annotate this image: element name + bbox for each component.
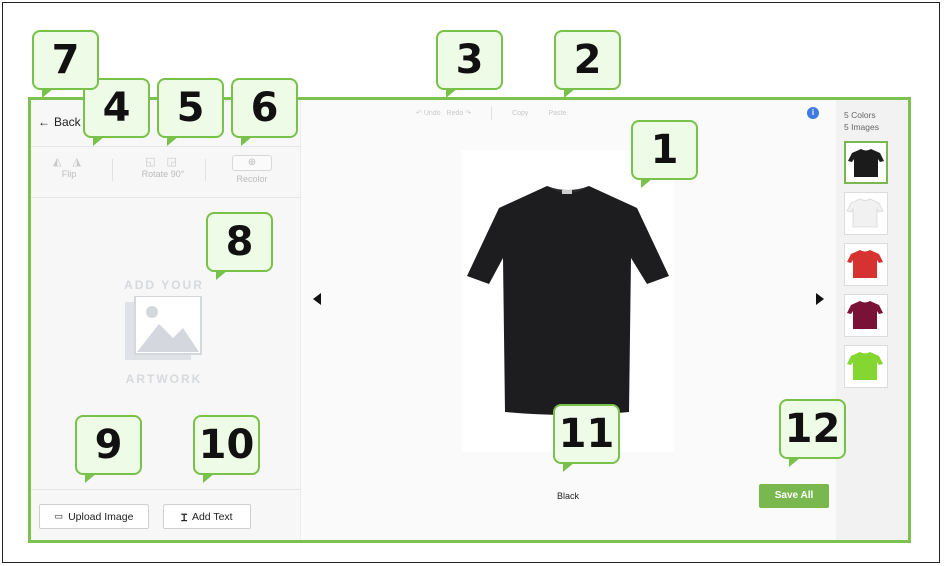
color-swatch-red[interactable] (844, 243, 888, 286)
left-panel: ← Back ◭ ◮ Flip ◱ ◲ Rotate 90° ⊕ Recolor… (31, 100, 301, 540)
callout-5: 5 (157, 78, 224, 146)
color-swatch-black[interactable] (844, 141, 888, 184)
back-label: Back (54, 115, 81, 129)
arrow-left-icon: ← (38, 115, 50, 129)
info-icon[interactable]: i (807, 107, 819, 119)
tshirt-thumbnail (847, 352, 883, 380)
flip-button[interactable]: ◭ ◮ Flip (49, 155, 89, 179)
color-sidebar: 5 Colors 5 Images (836, 100, 908, 540)
tshirt-thumbnail (847, 301, 883, 329)
tshirt-thumbnail (848, 149, 884, 177)
design-editor: ← Back ◭ ◮ Flip ◱ ◲ Rotate 90° ⊕ Recolor… (28, 97, 911, 543)
undo-button[interactable]: ↶ Undo (416, 110, 441, 117)
upload-image-label: Upload Image (68, 510, 134, 523)
upload-image-button[interactable]: ▭ Upload Image (39, 504, 149, 529)
artwork-placeholder-icon (125, 295, 203, 366)
callout-3: 3 (436, 30, 503, 98)
tshirt-thumbnail (847, 250, 883, 278)
callout-8: 8 (206, 212, 273, 280)
current-color-label: Black (556, 491, 579, 501)
add-artwork-dropzone[interactable]: ADD YOUR ARTWORK (119, 278, 209, 386)
artwork-text-top: ADD YOUR (124, 278, 204, 292)
history-divider (491, 106, 493, 120)
callout-2: 2 (554, 30, 621, 98)
images-count: 5 Images (844, 122, 879, 132)
edit-toolbar: ◭ ◮ Flip ◱ ◲ Rotate 90° ⊕ Recolor (31, 146, 301, 198)
tshirt-thumbnail (846, 198, 884, 228)
sidebar-counts: 5 Colors 5 Images (844, 109, 879, 133)
callout-6: 6 (231, 78, 298, 146)
previous-image-arrow[interactable] (313, 293, 321, 305)
rotate-button[interactable]: ◱ ◲ Rotate 90° (133, 155, 193, 179)
color-swatch-lime[interactable] (844, 345, 888, 388)
paste-button[interactable]: Paste (548, 110, 566, 117)
next-image-arrow[interactable] (816, 293, 824, 305)
color-swatch-maroon[interactable] (844, 294, 888, 337)
history-toolbar: ↶ Undo Redo ↷ Copy Paste (416, 106, 566, 120)
callout-12: 12 (779, 399, 846, 467)
artwork-text-bottom: ARTWORK (125, 372, 203, 386)
color-swatch-white[interactable] (844, 192, 888, 235)
flip-icon: ◭ ◮ (53, 156, 85, 168)
paste-label: Paste (548, 109, 567, 117)
recolor-label: Recolor (236, 174, 268, 184)
image-icon: ▭ (54, 511, 64, 521)
recolor-icon: ⊕ (232, 155, 272, 171)
callout-7: 7 (32, 30, 99, 98)
text-cursor-icon: Ɪ (181, 512, 187, 524)
undo-label: Undo (423, 110, 441, 117)
toolbar-divider (205, 159, 206, 181)
callout-11: 11 (553, 404, 620, 472)
copy-button[interactable]: Copy (512, 110, 528, 117)
left-bottom-bar: ▭ Upload Image Ɪ Add Text (31, 489, 301, 540)
add-text-label: Add Text (191, 510, 233, 523)
callout-1: 1 (631, 120, 698, 188)
tshirt-image (467, 186, 669, 415)
back-button[interactable]: ← Back (38, 115, 81, 129)
flip-label: Flip (61, 169, 77, 179)
recolor-button[interactable]: ⊕ Recolor (229, 155, 275, 184)
save-all-button[interactable]: Save All (759, 484, 829, 508)
redo-label: Redo (446, 110, 464, 117)
add-text-button[interactable]: Ɪ Add Text (163, 504, 251, 529)
product-canvas[interactable] (461, 150, 675, 452)
toolbar-divider (112, 159, 113, 181)
copy-label: Copy (512, 109, 529, 117)
rotate-icon: ◱ ◲ (145, 156, 181, 168)
rotate-label: Rotate 90° (141, 169, 185, 179)
redo-button[interactable]: Redo ↷ (446, 110, 472, 117)
callout-9: 9 (75, 415, 142, 483)
colors-count: 5 Colors (844, 110, 876, 120)
callout-10: 10 (193, 415, 260, 483)
